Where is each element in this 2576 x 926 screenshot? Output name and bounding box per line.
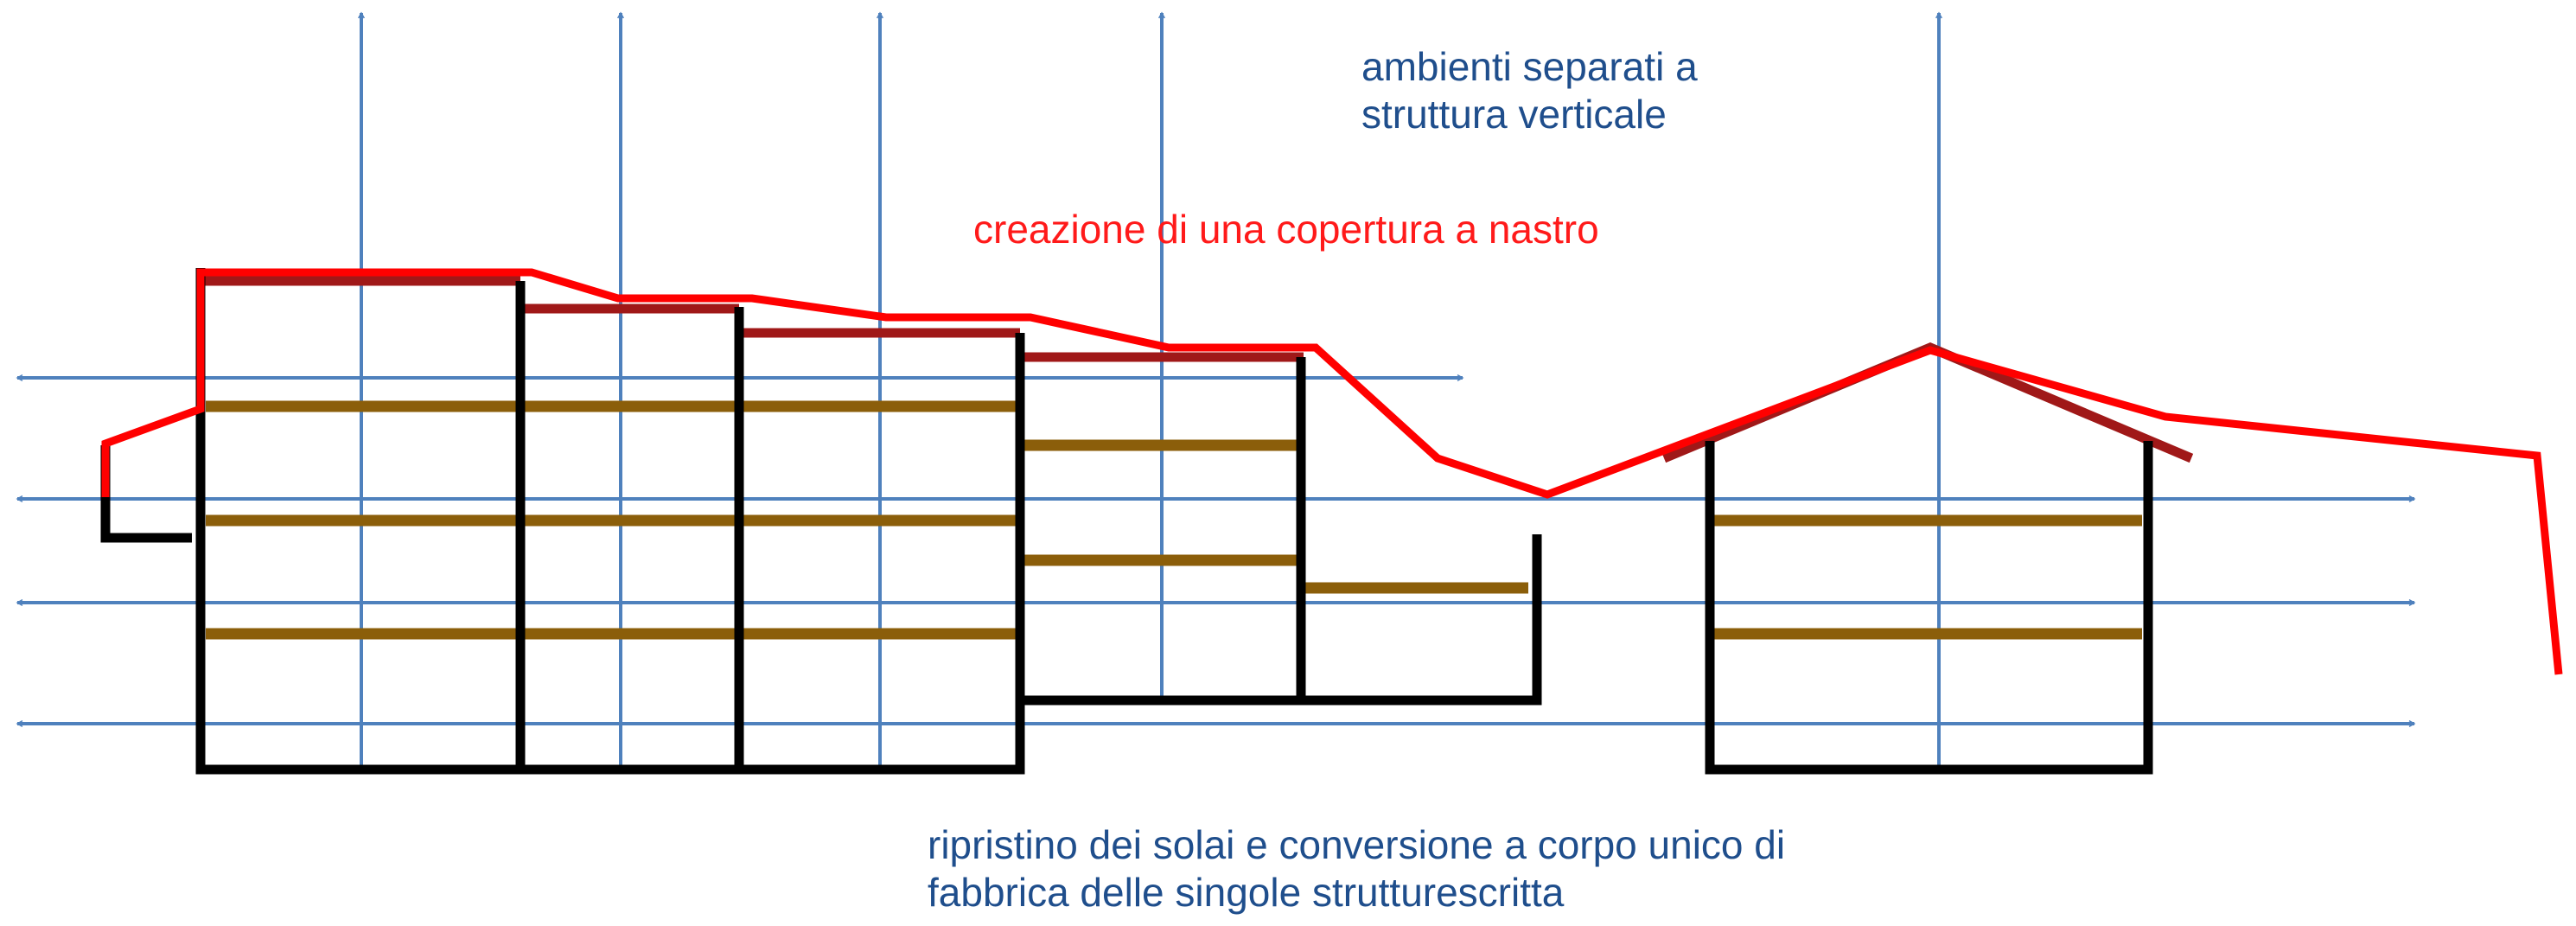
floor-slabs	[206, 400, 2142, 640]
horizontal-axes	[17, 378, 2414, 724]
label-separate-environments-line2: struttura verticale	[1361, 92, 1667, 137]
ribbon-roof	[101, 268, 2563, 675]
vertical-axes	[361, 13, 1939, 770]
existing-roofs	[201, 276, 2194, 463]
label-ribbon-roof: creazione di una copertura a nastro	[973, 207, 1599, 252]
label-separate-environments-line1: ambienti separati a	[1361, 44, 1698, 89]
building-structures	[100, 268, 2153, 775]
label-floor-restoration: ripristino dei solai e conversione a cor…	[928, 821, 1785, 916]
label-floor-restoration-line1: ripristino dei solai e conversione a cor…	[928, 822, 1786, 867]
label-separate-environments: ambienti separati a struttura verticale	[1361, 43, 1698, 138]
building-middle	[1020, 534, 1542, 706]
label-floor-restoration-line2: fabbrica delle singole strutturescritta	[928, 870, 1565, 916]
small-annex	[100, 445, 192, 543]
building-right	[1705, 441, 2153, 775]
building-left-wall	[195, 268, 1025, 775]
